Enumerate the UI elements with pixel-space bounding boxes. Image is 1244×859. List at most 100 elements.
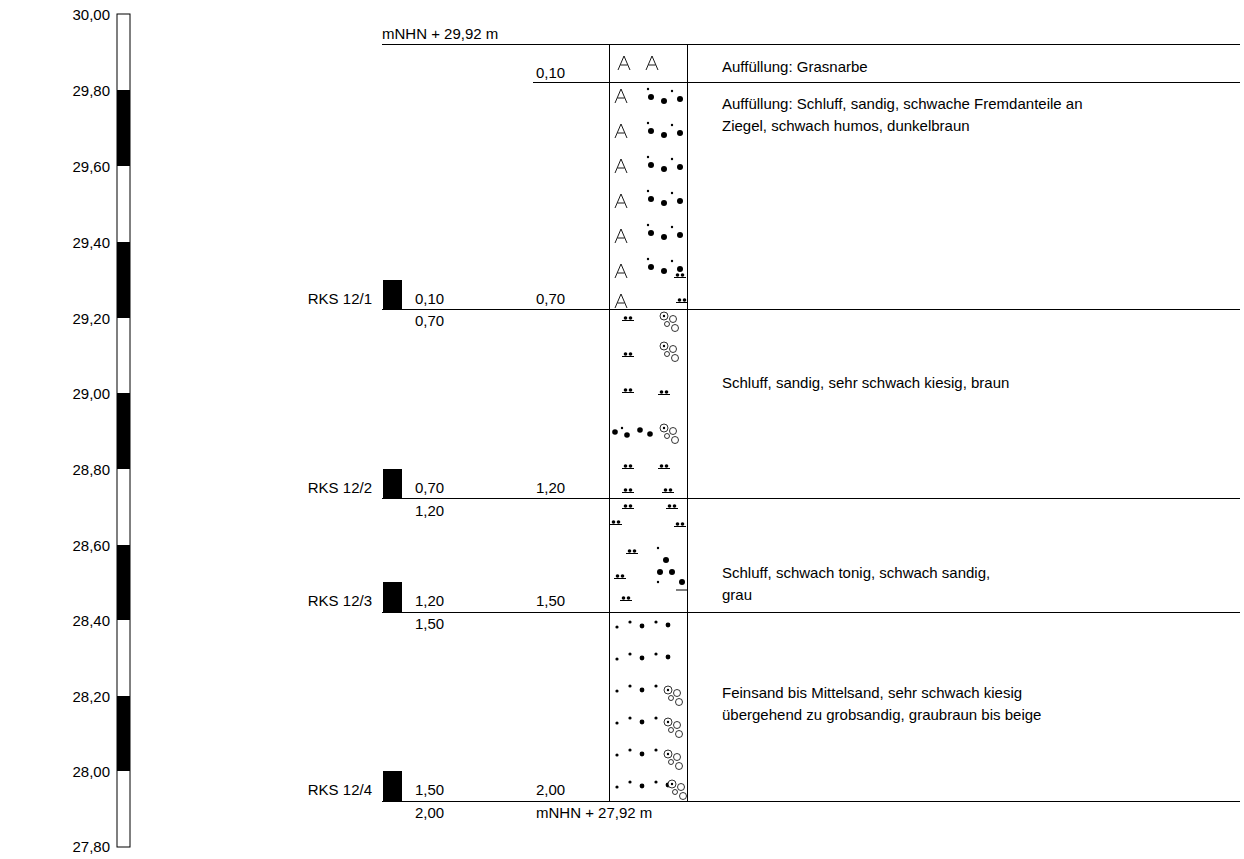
elevation-tick: 29,20: [72, 310, 110, 327]
gravel-symbol: [678, 784, 685, 791]
depth-line: [382, 801, 609, 802]
sand-dot: [654, 780, 657, 783]
silt-symbol: [674, 277, 686, 278]
sand-dot: [661, 166, 667, 172]
gravel-symbol: [669, 760, 674, 765]
gravel-symbol: [670, 346, 677, 353]
sand-dot: [621, 574, 625, 578]
sand-dot: [676, 522, 680, 526]
gravel-symbol: [665, 434, 670, 439]
sand-dot: [683, 298, 687, 302]
sand-dot: [667, 721, 669, 723]
gravel-symbol: [664, 718, 672, 726]
layer-description: Auffüllung: Grasnarbe: [722, 56, 1122, 78]
sand-dot: [615, 721, 618, 724]
scale-segment: [117, 545, 130, 620]
sand-dot: [628, 652, 631, 655]
sand-dot: [648, 264, 654, 270]
gravel-symbol: [676, 699, 683, 706]
gravel-symbol: [672, 355, 679, 362]
sand-dot: [661, 234, 667, 240]
depth-label: 2,00: [415, 804, 444, 821]
sand-dot: [648, 94, 654, 100]
sand-dot: [654, 748, 657, 751]
sand-dot: [640, 752, 645, 757]
gravel-symbol: [674, 722, 681, 729]
sand-dot: [676, 273, 680, 277]
sand-dot: [629, 504, 633, 508]
sample-marker: [383, 582, 402, 612]
depth-label: 1,20: [536, 479, 565, 496]
sand-dot: [679, 579, 685, 585]
sand-dot: [647, 190, 649, 192]
gravel-symbol: [673, 790, 678, 795]
sand-dot: [628, 716, 631, 719]
sand-dot: [637, 427, 643, 433]
sand-dot: [663, 557, 669, 563]
gravel-symbol: [670, 316, 677, 323]
sample-marker: [383, 469, 402, 498]
scale-segment: [117, 90, 130, 166]
sand-dot: [624, 316, 628, 320]
sand-dot: [647, 88, 649, 90]
sand-dot: [677, 198, 683, 204]
gravel-symbol: [665, 322, 670, 327]
sand-dot: [681, 522, 685, 526]
sand-dot: [615, 657, 618, 660]
sand-dot: [648, 162, 654, 168]
sand-dot: [617, 520, 621, 524]
layer-description: Feinsand bis Mittelsand, sehr schwach ki…: [722, 682, 1067, 726]
sand-dot: [671, 192, 673, 194]
sand-dot: [673, 504, 677, 508]
layer-description: Schluff, sandig, sehr schwach kiesig, br…: [722, 372, 1022, 394]
sand-dot: [661, 200, 667, 206]
soil-layer-band: Feinsand bis Mittelsand, sehr schwach ki…: [609, 612, 1240, 802]
sand-dot: [648, 128, 654, 134]
gravel-symbol: [676, 763, 683, 770]
elevation-tick: 28,20: [72, 688, 110, 705]
sand-dot: [612, 429, 618, 435]
sand-dot: [612, 520, 616, 524]
soil-layer-band: Auffüllung: Grasnarbe: [609, 44, 1240, 83]
scale-segment: [117, 242, 130, 318]
sand-dot: [647, 122, 649, 124]
sand-dot: [629, 352, 633, 356]
sand-dot: [624, 432, 630, 438]
elevation-tick: 29,60: [72, 158, 110, 175]
sand-dot: [657, 547, 659, 549]
sand-dot: [681, 273, 685, 277]
sand-dot: [640, 784, 645, 789]
silt-symbol: [610, 524, 622, 525]
sand-dot: [622, 596, 626, 600]
fill-symbol: [618, 56, 630, 70]
sample-id: RKS 12/1: [308, 290, 372, 307]
gravel-symbol: [670, 428, 677, 435]
depth-label: 0,10: [536, 64, 565, 81]
sand-dot: [666, 623, 671, 628]
silt-symbol: [614, 578, 626, 579]
fill-symbol: [615, 264, 627, 278]
silt-symbol: [662, 492, 674, 493]
layer-description: Schluff, schwach tonig, schwach sandig, …: [722, 562, 1022, 606]
sand-dot: [624, 352, 628, 356]
sand-dot: [671, 260, 673, 262]
soil-layer-band: Schluff, sandig, sehr schwach kiesig, br…: [609, 309, 1240, 499]
sand-dot: [624, 488, 628, 492]
elevation-label: mNHN + 27,92 m: [536, 804, 652, 821]
sand-dot: [615, 785, 618, 788]
sand-dot: [663, 315, 665, 317]
sample-marker: [383, 771, 402, 801]
gravel-symbol: [674, 754, 681, 761]
depth-label: 2,00: [536, 781, 565, 798]
depth-line: [382, 498, 609, 499]
elevation-tick: 28,80: [72, 461, 110, 478]
sand-dot: [628, 620, 631, 623]
silt-symbol: [674, 526, 686, 527]
column-border: [609, 44, 610, 801]
gravel-symbol: [668, 780, 676, 788]
sand-dot: [654, 716, 657, 719]
sand-dot: [647, 156, 649, 158]
soil-layer-band: Auffüllung: Schluff, sandig, schwache Fr…: [609, 82, 1240, 310]
